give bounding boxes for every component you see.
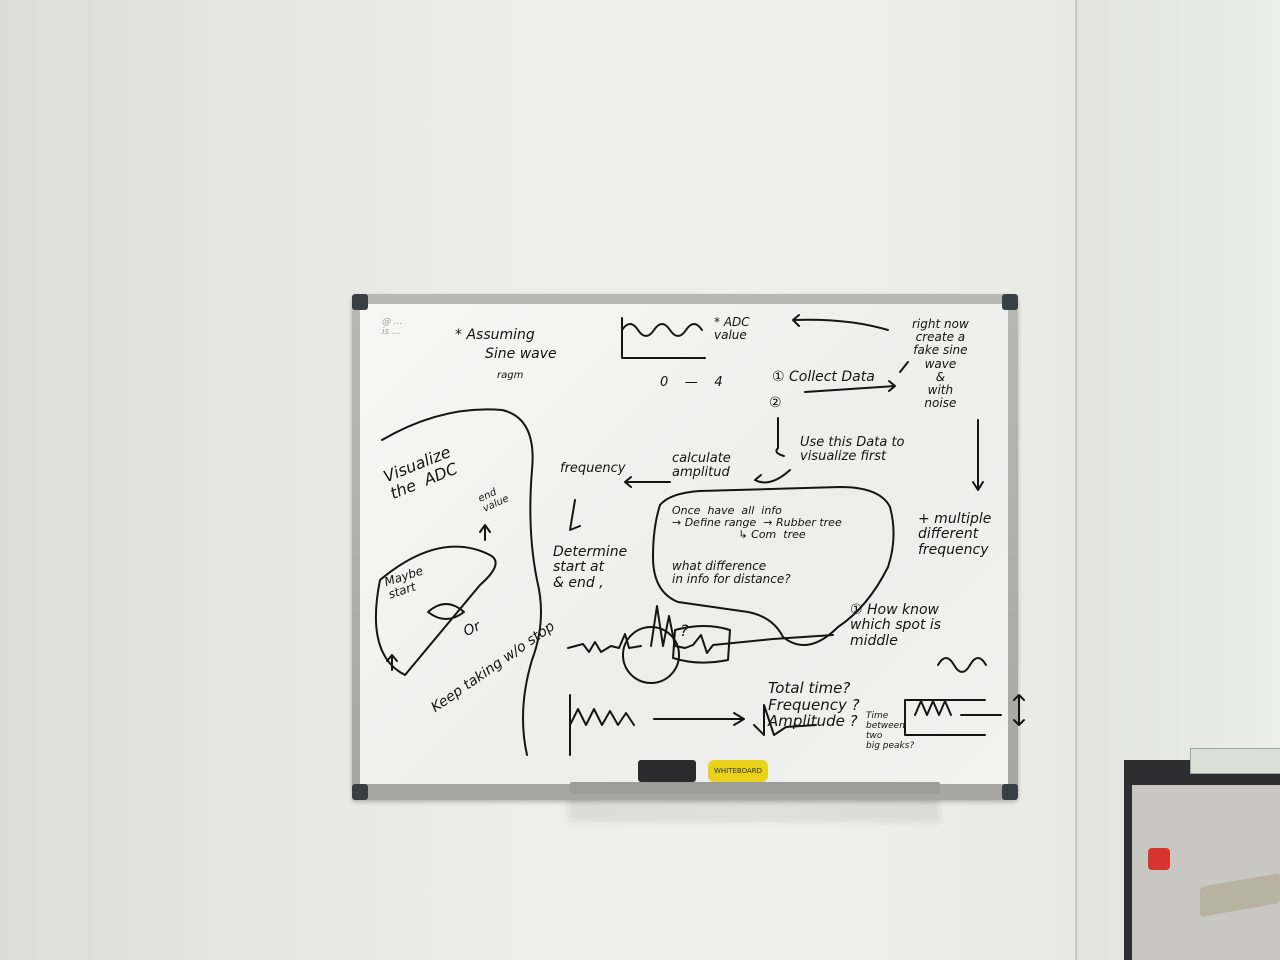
info-box-outline [652, 486, 895, 646]
noise-sketch-middle [567, 605, 834, 654]
eye-sketch [427, 603, 465, 620]
text-sine-wave: Sine wave [485, 346, 557, 362]
board-corner-top-left [352, 294, 368, 310]
arrow-collect-up [899, 361, 909, 373]
board-corner-bottom-left [352, 784, 368, 800]
marker-tray [570, 782, 940, 794]
text-collect-data: ① Collect Data [772, 369, 875, 385]
text-assuming: * Assuming [455, 327, 535, 343]
bowl-sketch [374, 545, 497, 676]
text-right-now: right now create a fake sine wave & with… [912, 317, 969, 411]
black-eraser [638, 760, 696, 782]
text-determine: Determine start at & end , [553, 544, 628, 591]
arrow-collect-right [804, 380, 896, 393]
whiteboard-surface [360, 304, 1008, 784]
text-use-this-data: Use this Data to visualize first [800, 435, 905, 465]
text-frequency: frequency [560, 461, 626, 476]
box-on-cabinet [1190, 748, 1280, 774]
text-what-difference: what difference in info for distance? [672, 559, 791, 587]
arrow-start-left [386, 654, 398, 671]
yellow-eraser: WHITEBOARD [708, 760, 768, 782]
arrow-right-down [972, 419, 984, 491]
sine-middle-right [937, 657, 987, 673]
board-corner-bottom-right [1002, 784, 1018, 800]
arrow-frequency-down [569, 499, 581, 531]
text-calculate-amplitude: calculate amplitud [672, 451, 731, 481]
red-sticker [1148, 848, 1170, 870]
arrow-to-frequency [624, 476, 671, 488]
wave-bottom-left [569, 694, 817, 756]
arrow-two-down [775, 417, 785, 457]
text-once-have: Once have all info → Define range → Rubb… [672, 504, 842, 542]
circle-highlight [622, 626, 680, 684]
board-corner-top-right [1002, 294, 1018, 310]
cabinet-drawer [1132, 785, 1280, 960]
wave-box-bottom-right [904, 694, 1025, 736]
text-adc-value: * ADC value [714, 315, 750, 343]
arrow-to-adc [792, 314, 889, 331]
sine-sketch-top [621, 317, 706, 359]
bracket-sketch [672, 625, 731, 664]
text-ragm: ragm [497, 370, 524, 381]
arrow-end-value [479, 524, 491, 541]
eraser-label: WHITEBOARD [713, 767, 763, 775]
arrow-to-calculate [754, 469, 791, 484]
faint-text-top-left: @ ... is ... [382, 317, 403, 337]
text-multiple-frequency: + multiple different frequency [918, 511, 992, 558]
left-cloud-outline [381, 408, 542, 756]
text-total-time: Total time? Frequency ? Amplitude ? [768, 679, 860, 730]
text-time-between: Time between two big peaks? [866, 711, 915, 751]
text-how-know: ① How know which spot is middle [850, 602, 942, 649]
text-question-mark: ? [680, 621, 689, 640]
text-two: ② [769, 395, 782, 411]
text-zero-dash-4: 0 — 4 [660, 375, 723, 390]
